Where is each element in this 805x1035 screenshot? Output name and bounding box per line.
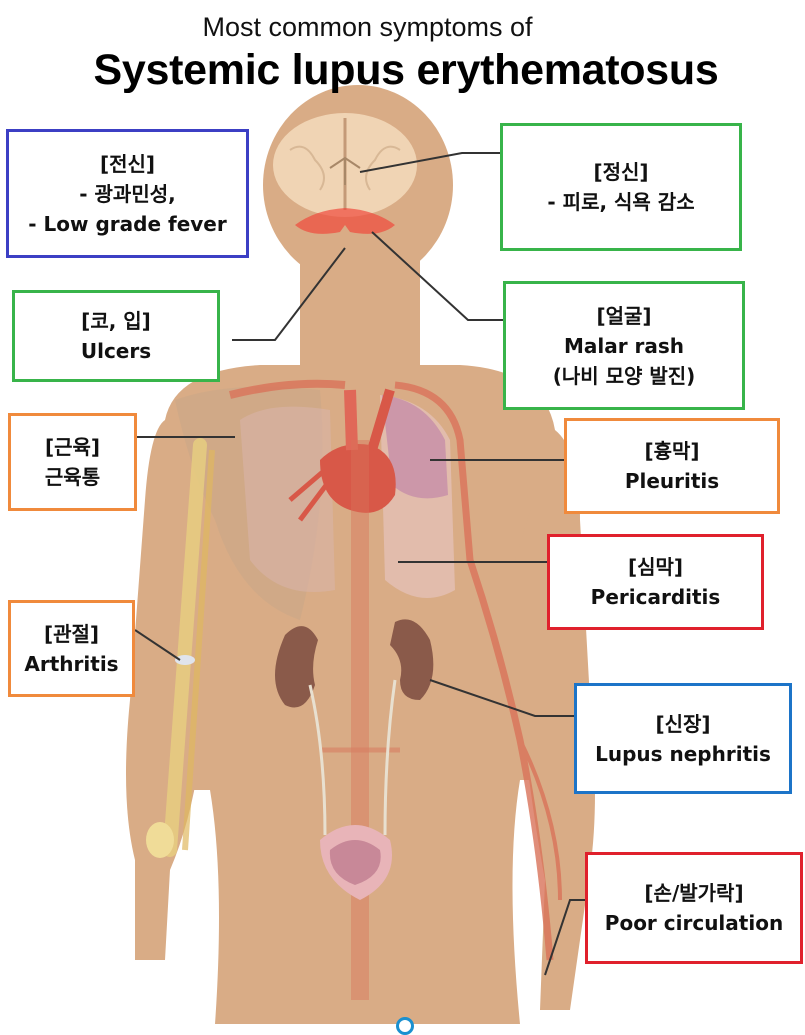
label-heading: [손/발가락] (644, 881, 744, 905)
bladder-icon (320, 825, 392, 900)
label-mental: [정신] - 피로, 식욕 감소 (500, 123, 742, 251)
label-nose-mouth: [코, 입] Ulcers (12, 290, 220, 382)
kidney-icon (275, 619, 434, 708)
heart-icon (288, 388, 396, 522)
label-heading: [전신] (99, 151, 156, 176)
ureter-icon (308, 679, 397, 836)
label-kidney: [신장] Lupus nephritis (574, 683, 792, 794)
label-heading: [근육] (44, 435, 101, 459)
label-heading: [흉막] (644, 439, 700, 463)
label-systemic: [전신] - 광과민성, - Low grade fever (6, 129, 249, 258)
label-pleura: [흉막] Pleuritis (564, 418, 780, 514)
label-text: Ulcers (80, 339, 152, 363)
page-title: Systemic lupus erythematosus (93, 46, 719, 94)
label-heading: [정신] (593, 160, 649, 184)
brain-icon (273, 113, 417, 217)
label-heading: [얼굴] (596, 303, 652, 328)
lung-icon (240, 395, 455, 598)
malar-rash-icon (295, 208, 395, 234)
label-face: [얼굴] Malar rash (나비 모양 발진) (503, 281, 745, 410)
label-heading: [신장] (655, 711, 711, 736)
label-joint: [관절] Arthritis (8, 600, 135, 697)
label-heading: [코, 입] (81, 309, 151, 333)
arm-bone-icon (146, 438, 215, 858)
label-text: 근육통 (44, 465, 101, 489)
artery-icon (229, 379, 562, 1000)
label-text: - 광과민성, (79, 181, 176, 206)
label-text: - Low grade fever (28, 211, 227, 236)
leader-lines (134, 152, 585, 976)
label-text: - 피로, 식욕 감소 (547, 190, 695, 214)
label-heading: [심막] (627, 555, 684, 579)
label-text: Arthritis (24, 651, 119, 676)
title-subtitle: Most common symptoms of (202, 12, 533, 42)
label-pericardium: [심막] Pericarditis (547, 534, 764, 630)
cursor-indicator (396, 1017, 414, 1035)
label-text: Pericarditis (590, 585, 721, 609)
label-text: Lupus nephritis (595, 741, 771, 766)
label-text: (나비 모양 발진) (552, 363, 696, 388)
label-heading: [관절] (43, 621, 100, 646)
label-text: Malar rash (563, 333, 685, 358)
label-muscle: [근육] 근육통 (8, 413, 137, 511)
label-text: Pleuritis (624, 469, 720, 493)
label-hands-toes: [손/발가락] Poor circulation (585, 852, 803, 964)
label-text: Poor circulation (604, 911, 784, 935)
